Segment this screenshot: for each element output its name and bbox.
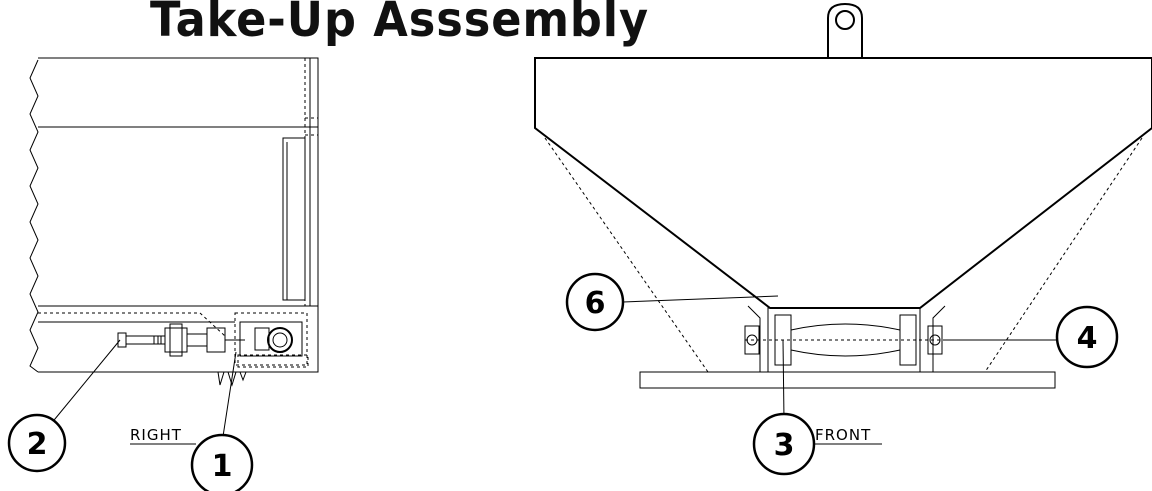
callout-4: 4 — [1057, 307, 1117, 367]
hopper-outline — [535, 58, 1152, 308]
svg-text:3: 3 — [774, 428, 795, 463]
side-slot — [283, 138, 305, 300]
svg-text:1: 1 — [212, 449, 233, 484]
take-up-screw — [118, 324, 245, 356]
take-up-roller — [745, 308, 950, 372]
bearing-block — [218, 313, 308, 385]
base-plate — [640, 372, 1055, 388]
front-view — [535, 4, 1152, 444]
callout-1: 1 — [192, 435, 252, 491]
callout-6: 6 — [567, 274, 623, 330]
svg-text:6: 6 — [585, 286, 606, 321]
lifting-lug — [828, 4, 862, 58]
break-line — [30, 60, 38, 372]
callout-3: 3 — [754, 414, 814, 474]
right-view — [30, 58, 318, 444]
right-view-label: RIGHT — [130, 426, 182, 444]
front-view-label: FRONT — [815, 426, 871, 444]
svg-text:2: 2 — [27, 427, 48, 462]
svg-text:4: 4 — [1077, 321, 1098, 356]
callout-2: 2 — [9, 415, 65, 471]
housing-outline — [38, 58, 318, 372]
